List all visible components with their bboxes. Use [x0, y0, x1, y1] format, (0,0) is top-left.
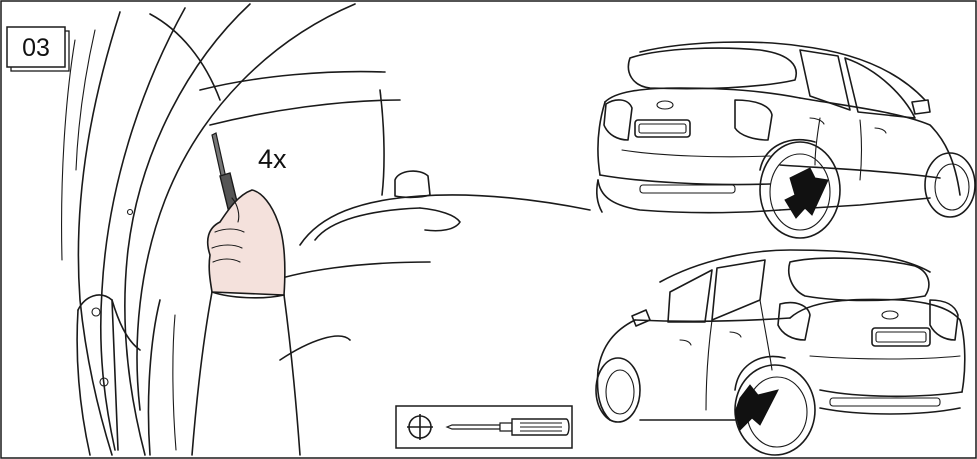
car-view-rear-left — [595, 249, 966, 456]
phillips-screwdriver-icon — [445, 418, 570, 436]
arrow-marker-1 — [784, 167, 829, 219]
hand-with-screwdriver — [147, 132, 301, 456]
phillips-head-icon — [407, 414, 433, 440]
step-badge: 03 — [6, 26, 70, 72]
wheel-arch-closeup — [61, 3, 591, 456]
quantity-label: 4x — [258, 144, 287, 174]
car-view-rear-right — [595, 41, 976, 239]
step-number: 03 — [22, 34, 50, 62]
tool-box — [395, 405, 573, 449]
arrow-marker-2 — [734, 384, 779, 431]
